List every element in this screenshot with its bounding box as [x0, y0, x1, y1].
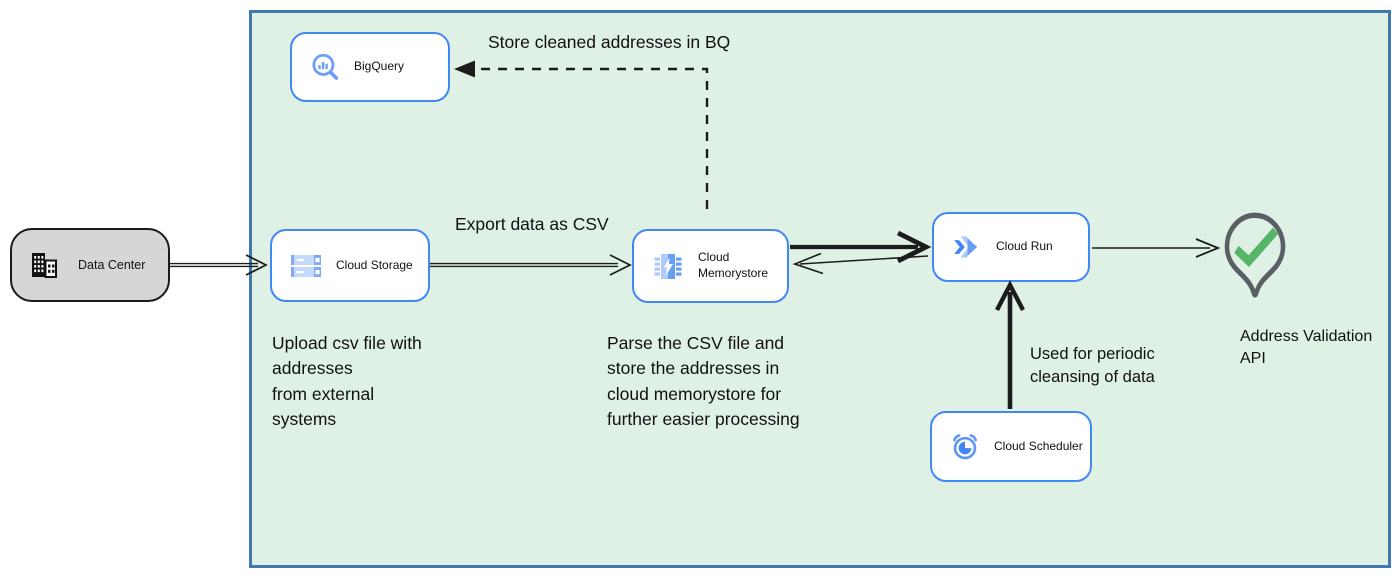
node-label: Cloud Scheduler: [994, 438, 1083, 453]
node-cloud-storage[interactable]: Cloud Storage: [270, 229, 430, 302]
building-icon: [29, 250, 59, 280]
gcp-boundary-container: [249, 10, 1391, 568]
note-store-cleaned-addresses: Store cleaned addresses in BQ: [488, 32, 731, 52]
memorystore-icon: [651, 248, 685, 284]
note-export-data-csv: Export data as CSV: [455, 214, 609, 234]
cloud-scheduler-icon: [949, 431, 981, 463]
bigquery-icon: [309, 51, 341, 83]
node-cloud-run[interactable]: Cloud Run: [932, 212, 1090, 282]
node-label: Data Center: [78, 257, 146, 272]
cloud-storage-icon: [289, 252, 323, 280]
node-bigquery[interactable]: BigQuery: [290, 32, 450, 102]
node-address-validation-api[interactable]: [1221, 211, 1289, 310]
note-upload-csv: Upload csv file with addresses from exte…: [272, 333, 422, 430]
node-data-center[interactable]: Data Center: [10, 228, 170, 302]
note-parse-csv: Parse the CSV file and store the address…: [607, 333, 800, 430]
node-cloud-memorystore[interactable]: Cloud Memorystore: [632, 229, 789, 303]
map-pin-check-icon: [1221, 212, 1289, 309]
node-cloud-scheduler[interactable]: Cloud Scheduler: [930, 411, 1092, 482]
node-label: Cloud Run: [996, 239, 1053, 254]
cloud-run-icon: [951, 231, 983, 263]
address-validation-api-label: Address Validation API: [1240, 328, 1373, 367]
note-periodic-cleansing: Used for periodic cleansing of data: [1030, 345, 1155, 387]
node-label: BigQuery: [354, 59, 405, 74]
node-label: Cloud Storage: [336, 257, 413, 272]
node-label: Cloud Memorystore: [698, 250, 769, 280]
